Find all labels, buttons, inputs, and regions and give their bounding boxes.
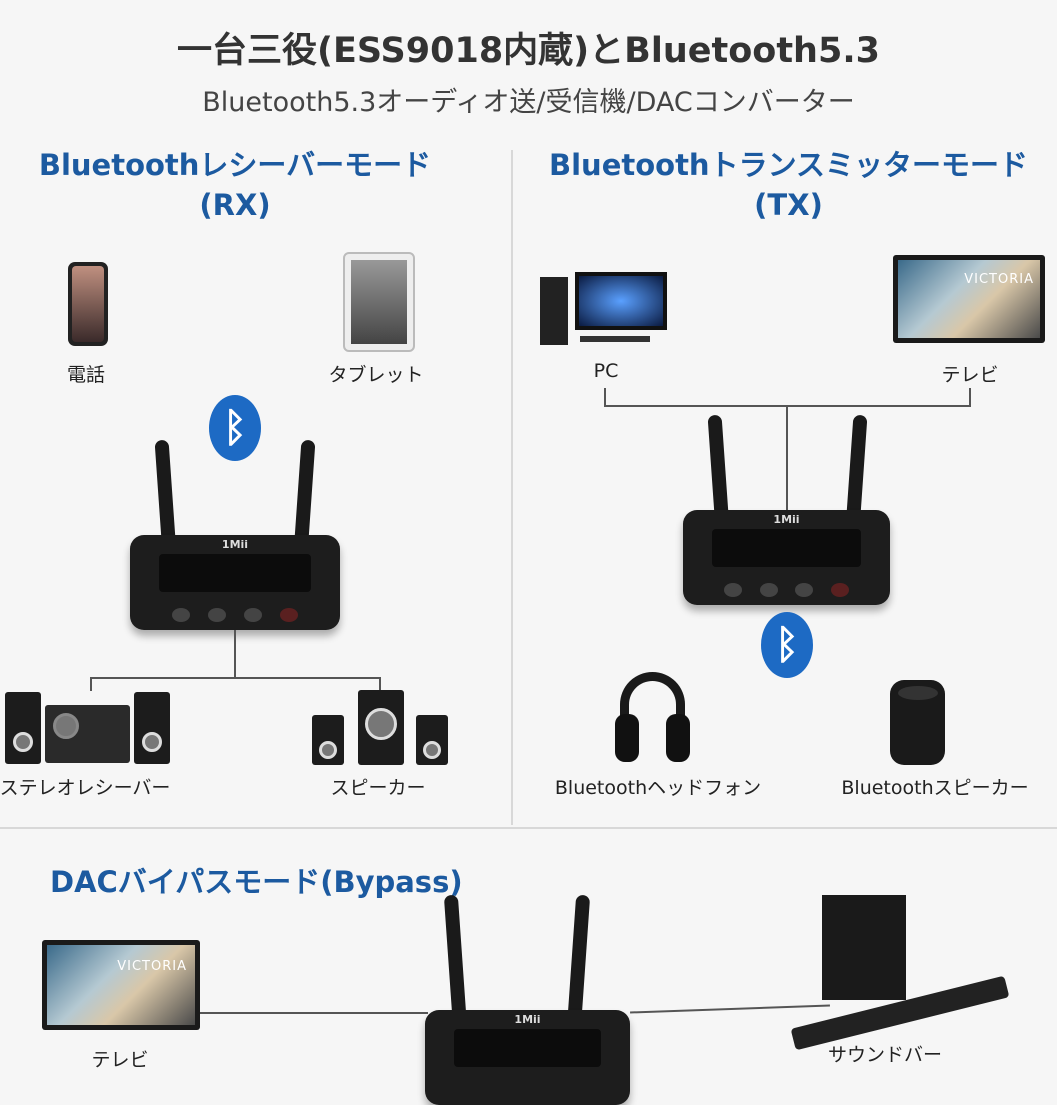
rx-device-image: 1Mii bbox=[130, 535, 340, 630]
speakers-image bbox=[312, 690, 448, 765]
connector-line bbox=[90, 677, 92, 691]
subwoofer-image bbox=[822, 895, 906, 1000]
tablet-image bbox=[343, 252, 415, 352]
device-logo: 1Mii bbox=[773, 512, 800, 526]
connector-line bbox=[200, 1012, 428, 1014]
bluetooth-icon: ᛒ bbox=[209, 395, 261, 461]
device-logo: 1Mii bbox=[221, 537, 249, 551]
stereo-receiver-image bbox=[5, 690, 170, 765]
device-logo: 1Mii bbox=[514, 1012, 541, 1026]
connector-line bbox=[969, 388, 971, 406]
horizontal-divider bbox=[0, 827, 1057, 829]
phone-label: 電話 bbox=[66, 364, 106, 386]
bypass-tv-image: VICTORIA bbox=[42, 940, 200, 1030]
speakers-label: スピーカー bbox=[330, 777, 426, 799]
page-subtitle: Bluetooth5.3オーディオ送/受信機/DACコンバーター bbox=[202, 87, 855, 118]
tv-screen-text: VICTORIA bbox=[117, 959, 187, 974]
connector-line bbox=[234, 630, 236, 678]
tx-section-title: Bluetoothトランスミッターモード (TX) bbox=[520, 145, 1057, 225]
rx-title: Bluetoothレシーバーモード bbox=[38, 148, 432, 182]
phone-image bbox=[68, 262, 108, 346]
rx-section-title: Bluetoothレシーバーモード (RX) bbox=[0, 145, 470, 225]
connector-line bbox=[379, 677, 381, 691]
tx-device-image: 1Mii bbox=[683, 510, 890, 605]
antenna bbox=[707, 414, 729, 516]
connector-line bbox=[786, 405, 788, 510]
pc-image bbox=[540, 272, 670, 347]
bt-speaker-image bbox=[890, 680, 945, 765]
connector-line bbox=[90, 677, 380, 679]
page-title: 一台三役(ESS9018内蔵)とBluetooth5.3 bbox=[177, 31, 880, 71]
antenna bbox=[294, 439, 316, 541]
stereo-receiver-label: ステレオレシーバー bbox=[0, 777, 171, 799]
bluetooth-icon: ᛒ bbox=[761, 612, 813, 678]
antenna bbox=[154, 439, 176, 541]
vertical-divider bbox=[511, 150, 513, 825]
connector-line bbox=[604, 388, 606, 406]
tx-mode: (TX) bbox=[754, 188, 823, 222]
connector-line bbox=[630, 1004, 830, 1014]
rx-mode: (RX) bbox=[199, 188, 271, 222]
bt-headphones-label: Bluetoothヘッドフォン bbox=[554, 777, 762, 799]
soundbar-label: サウンドバー bbox=[827, 1044, 943, 1066]
bypass-tv-label: テレビ bbox=[91, 1049, 149, 1071]
tv-label: テレビ bbox=[941, 364, 999, 386]
antenna bbox=[567, 894, 591, 1016]
pc-label: PC bbox=[593, 360, 619, 382]
bypass-title: DACバイパスモード(Bypass) bbox=[50, 865, 463, 899]
tablet-label: タブレット bbox=[328, 364, 424, 386]
bt-speaker-label: Bluetoothスピーカー bbox=[841, 777, 1029, 799]
antenna bbox=[443, 894, 467, 1016]
headphones-image bbox=[615, 672, 690, 765]
bypass-device-image: 1Mii bbox=[425, 1010, 630, 1105]
tv-image: VICTORIA bbox=[893, 255, 1045, 343]
tv-screen-text: VICTORIA bbox=[964, 272, 1034, 287]
tx-title: Bluetoothトランスミッターモード bbox=[549, 148, 1028, 182]
antenna bbox=[846, 414, 868, 516]
